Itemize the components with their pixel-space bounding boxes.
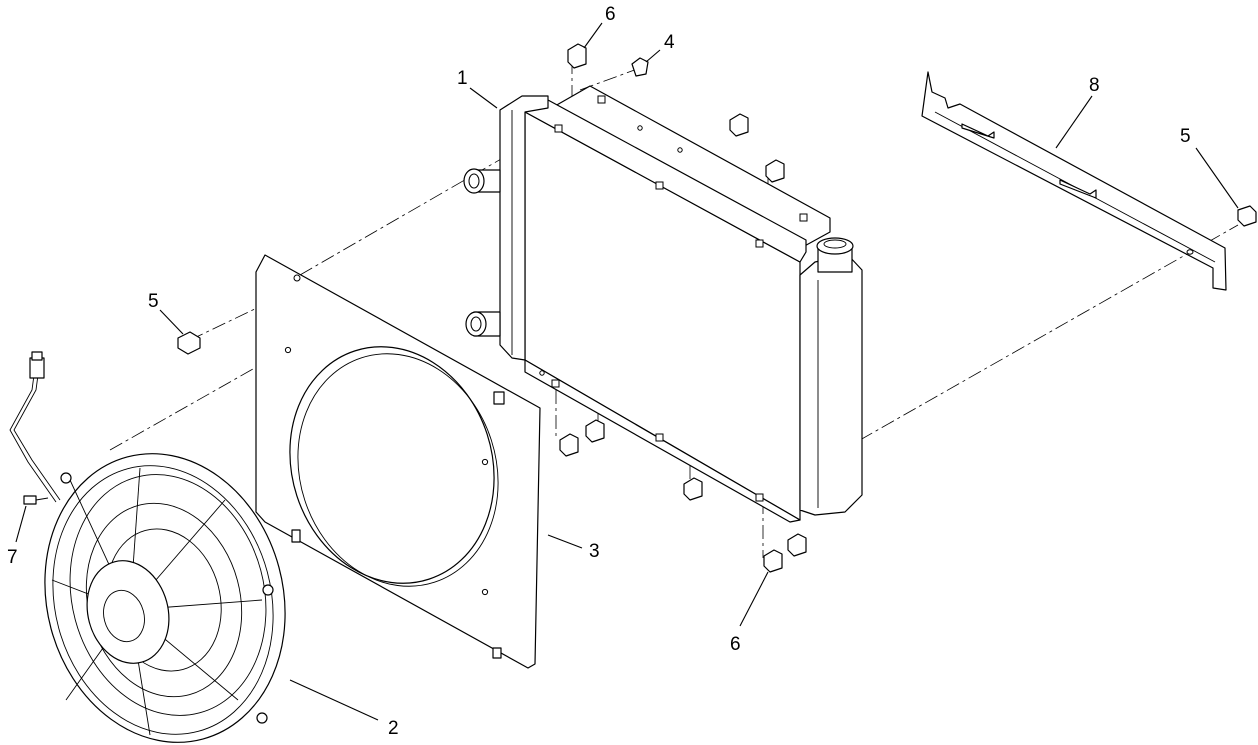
callout-7: 7 bbox=[7, 547, 18, 568]
nut-part-4 bbox=[631, 57, 649, 77]
callout-2: 2 bbox=[388, 718, 399, 739]
leader-lines bbox=[15, 22, 1239, 721]
callout-1: 1 bbox=[457, 68, 468, 89]
bracket-part-8 bbox=[921, 71, 1227, 291]
screw-part-7 bbox=[23, 495, 49, 505]
clip-nuts-part-6 bbox=[559, 43, 807, 573]
bolt-part-5-right bbox=[1237, 205, 1257, 227]
callout-5-right: 5 bbox=[1180, 126, 1191, 147]
callout-6-bottom: 6 bbox=[730, 634, 741, 655]
radiator-part-1 bbox=[463, 85, 863, 523]
callout-4: 4 bbox=[664, 32, 675, 53]
callout-3: 3 bbox=[589, 541, 600, 562]
callout-5-left: 5 bbox=[148, 291, 159, 312]
callout-8: 8 bbox=[1089, 75, 1100, 96]
fan-shroud-part-3 bbox=[255, 254, 541, 669]
callout-labels: 1 2 3 4 5 5 6 6 7 8 bbox=[7, 4, 1191, 739]
electric-fan-part-2 bbox=[9, 351, 286, 743]
bolt-part-5-left bbox=[177, 331, 201, 355]
callout-6-top: 6 bbox=[605, 4, 616, 25]
